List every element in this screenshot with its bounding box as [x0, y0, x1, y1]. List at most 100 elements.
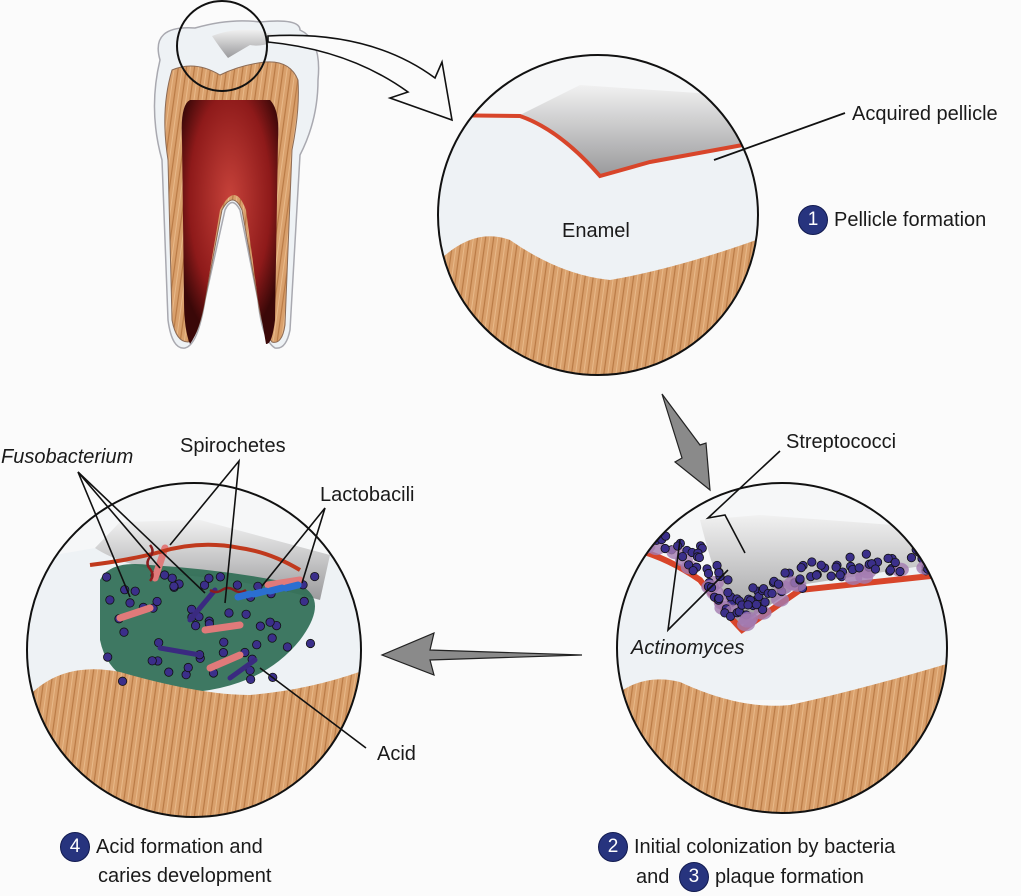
- label-lactobacili: Lactobacili: [320, 484, 415, 506]
- streptococcus-cell: [723, 575, 733, 585]
- caries-magnified-view: [27, 483, 361, 817]
- streptococcus-cell: [714, 568, 724, 578]
- streptococcus-cell: [748, 583, 758, 593]
- streptococcus-cell: [861, 549, 871, 559]
- streptococcus-cell: [773, 579, 784, 589]
- streptococcus-cell: [620, 526, 630, 536]
- step-badge-1: 1: [798, 205, 828, 235]
- fusobacterium-leader-line-2: [77, 471, 206, 594]
- coccus-cell: [218, 648, 228, 658]
- spirochete-cell: [89, 542, 302, 572]
- streptococcus-cell: [623, 535, 633, 545]
- coccus-cell: [282, 642, 293, 652]
- streptococcus-cell: [811, 570, 822, 580]
- streptococcus-cell: [635, 528, 645, 538]
- step-2-text: Initial colonization by bacteria: [634, 836, 896, 858]
- streptococcus-cell: [885, 565, 895, 575]
- streptococcus-cell: [796, 563, 806, 573]
- magnify-ring: [176, 0, 268, 92]
- streptococcus-cell: [807, 557, 817, 567]
- curved-arrow-icon: [267, 34, 454, 122]
- streptococcus-cell: [845, 552, 855, 562]
- coccus-cell: [267, 633, 277, 643]
- left-arrow-icon: [380, 631, 583, 676]
- step-badge-2: 2: [598, 832, 628, 862]
- coccus-cell: [167, 573, 177, 583]
- streptococcus-cell: [703, 568, 714, 579]
- streptococcus-cell: [622, 523, 632, 534]
- coccus-cell: [252, 640, 262, 650]
- coccus-cell: [255, 621, 265, 631]
- lactobacili-leader-line: [261, 507, 326, 587]
- lactobacillus-cell: [282, 581, 302, 592]
- coccus-cell: [154, 638, 164, 648]
- lactobacillus-cell: [234, 590, 254, 601]
- streptococcus-cell: [617, 533, 620, 543]
- coccus-cell: [169, 581, 179, 591]
- streptococcus-cell: [854, 563, 864, 573]
- down-arrow-icon: [661, 393, 711, 492]
- streptococcus-cell: [826, 571, 836, 581]
- coccus-cell: [246, 674, 256, 685]
- tooth-pulp: [181, 100, 279, 345]
- step-badge-3: 3: [678, 862, 709, 892]
- spirochetes-leader-line: [169, 458, 241, 604]
- coccus-cell: [103, 652, 113, 662]
- streptococcus-cell: [831, 562, 841, 572]
- streptococcus-cell: [906, 553, 917, 563]
- label-actinomyces: Actinomyces: [631, 637, 745, 659]
- actinomyces-cell: [739, 611, 758, 626]
- streptococcus-cell: [649, 523, 659, 534]
- label-acquired-pellicle: Acquired pellicle: [852, 103, 998, 125]
- streptococcus-cell: [617, 519, 624, 530]
- streptococcus-cell: [835, 570, 845, 580]
- coccus-cell: [119, 627, 129, 637]
- coccus-cell: [299, 596, 309, 607]
- streptococcus-cell: [816, 560, 826, 570]
- acid-leader-line: [259, 667, 367, 749]
- rod-cell: [227, 657, 258, 681]
- streptococcus-cell: [760, 597, 770, 607]
- streptococcus-cell: [621, 527, 631, 538]
- streptococcus-cell: [660, 543, 670, 554]
- coccus-cell: [199, 580, 210, 590]
- actinomyces-leader-line: [666, 539, 729, 633]
- fusobacterium-cell: [201, 621, 244, 634]
- coccus-cell: [117, 676, 128, 686]
- coccus-cell: [191, 621, 201, 631]
- coccus-cell: [224, 608, 234, 618]
- streptococcus-cell: [673, 541, 683, 551]
- coccus-cell: [160, 570, 170, 580]
- coccus-cell: [305, 638, 316, 649]
- label-streptococci: Streptococci: [786, 431, 897, 453]
- streptococcus-cell: [617, 532, 622, 543]
- coccus-cell: [183, 662, 193, 673]
- step-4-text-line1: Acid formation and: [96, 836, 263, 858]
- streptococcus-cell: [723, 587, 733, 598]
- step-1-text: Pellicle formation: [834, 209, 987, 231]
- rod-cell: [157, 645, 203, 658]
- streptococcus-cell: [628, 534, 638, 544]
- rod-cell: [187, 587, 218, 623]
- coccus-cell: [204, 573, 214, 583]
- label-acid: Acid: [377, 743, 416, 765]
- coccus-cell: [215, 572, 225, 582]
- step-4-text-line2: caries development: [98, 865, 272, 887]
- streptococcus-cell: [677, 551, 688, 562]
- streptococcus-cell: [780, 568, 790, 578]
- step-3-text: plaque formation: [714, 866, 864, 888]
- coccus-cell: [164, 667, 174, 677]
- coccus-cell: [310, 571, 320, 582]
- streptococcus-cell: [928, 554, 938, 564]
- spirochete-cell: [146, 544, 247, 594]
- label-fusobacterium: Fusobacterium: [1, 446, 134, 468]
- streptococcus-cell: [714, 593, 724, 604]
- coccus-cell: [125, 598, 135, 608]
- streptococcus-cell: [645, 523, 655, 533]
- coccus-cell: [147, 656, 157, 666]
- lactobacillus-cell: [250, 587, 270, 598]
- streptococcus-cell: [767, 588, 777, 599]
